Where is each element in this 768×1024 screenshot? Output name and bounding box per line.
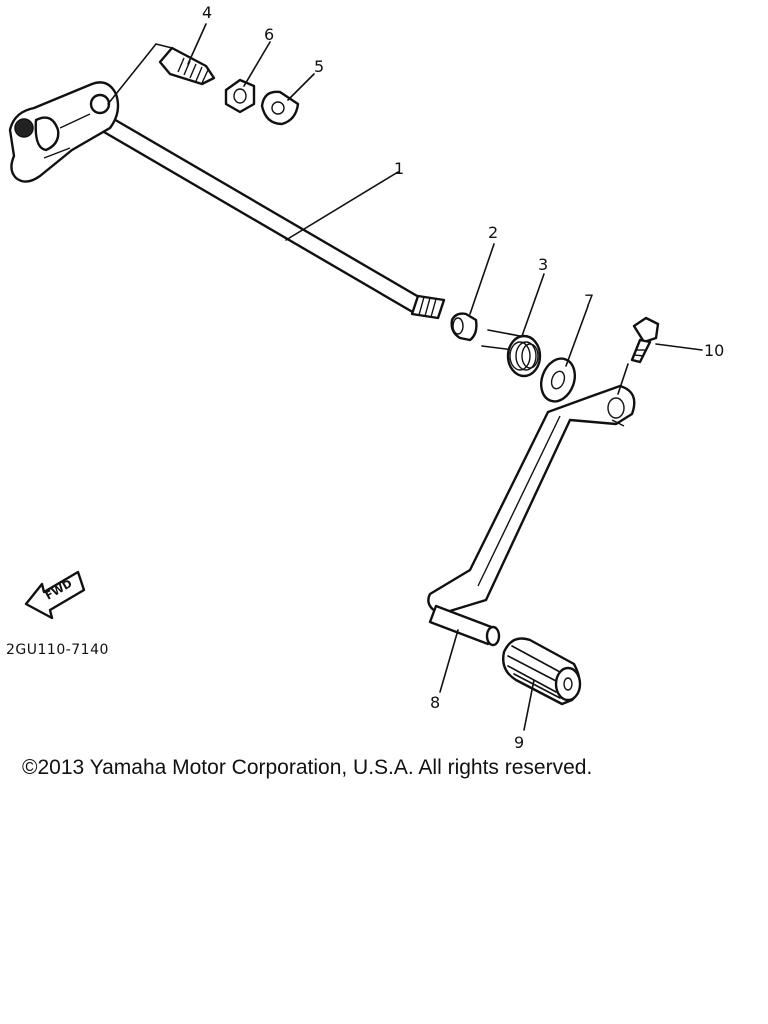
part-shift-pedal bbox=[427, 384, 636, 616]
callout-3: 3 bbox=[538, 255, 548, 274]
part-washer-7 bbox=[539, 357, 577, 403]
part-bolt-4 bbox=[158, 46, 216, 86]
callout-7: 7 bbox=[584, 291, 594, 310]
part-pedal-rubber-9 bbox=[502, 637, 582, 706]
callout-8: 8 bbox=[430, 693, 440, 712]
diagram-code: 2GU110-7140 bbox=[6, 642, 109, 658]
part-pedal-pin-8 bbox=[428, 604, 501, 647]
fwd-arrow-icon: FWD bbox=[24, 570, 86, 620]
callout-4: 4 bbox=[202, 3, 212, 22]
callout-5: 5 bbox=[314, 57, 324, 76]
callout-1: 1 bbox=[394, 159, 404, 178]
callout-2: 2 bbox=[488, 223, 498, 242]
copyright-notice: ©2013 Yamaha Motor Corporation, U.S.A. A… bbox=[22, 756, 593, 779]
part-lock-washer-5 bbox=[260, 90, 300, 126]
part-shift-shaft bbox=[8, 43, 446, 320]
callout-10: 10 bbox=[704, 341, 724, 360]
part-collar-2 bbox=[450, 312, 478, 342]
part-spring-3 bbox=[481, 329, 542, 378]
callout-9: 9 bbox=[514, 733, 524, 752]
leader-lines bbox=[187, 23, 703, 731]
part-nut-6 bbox=[224, 78, 256, 114]
exploded-parts-diagram: 1 2 3 4 5 6 7 8 9 10 FWD 2GU110-7140 bbox=[6, 3, 724, 752]
part-bolt-10 bbox=[630, 316, 660, 364]
callout-6: 6 bbox=[264, 25, 274, 44]
